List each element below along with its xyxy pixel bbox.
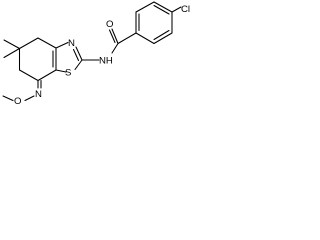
bond bbox=[75, 46, 83, 61]
bond bbox=[55, 41, 69, 49]
bond bbox=[135, 32, 155, 45]
bond bbox=[111, 28, 119, 45]
bond bbox=[24, 95, 35, 102]
bond bbox=[72, 48, 80, 62]
methyl-groups bbox=[3, 39, 21, 59]
oxime-oxygen-label: O bbox=[14, 96, 21, 107]
bond bbox=[37, 37, 57, 49]
bond bbox=[171, 6, 182, 13]
bond bbox=[135, 1, 155, 13]
bond bbox=[153, 1, 173, 13]
bond bbox=[108, 29, 116, 44]
amide-oxygen-label: O bbox=[106, 19, 113, 30]
bond bbox=[18, 69, 39, 82]
thiazole-ring bbox=[55, 41, 83, 73]
bond bbox=[111, 42, 119, 54]
bond bbox=[37, 69, 57, 82]
bond bbox=[18, 37, 39, 50]
bond bbox=[153, 29, 170, 41]
cyclohexene-ring bbox=[18, 37, 57, 82]
bond bbox=[3, 39, 21, 50]
benzene-ring bbox=[135, 1, 182, 45]
oxime-nitrogen-label: N bbox=[35, 89, 42, 100]
bond bbox=[3, 47, 21, 59]
chlorine-atom-label: Cl bbox=[181, 4, 190, 15]
thiazole-nitrogen-label: N bbox=[68, 38, 75, 49]
bond bbox=[74, 59, 83, 71]
bond bbox=[2, 95, 14, 102]
bond bbox=[153, 32, 173, 45]
amide-linkage bbox=[81, 28, 137, 61]
structure-diagram: Cl O NH N S N O bbox=[2, 1, 190, 107]
bond bbox=[55, 69, 67, 73]
bond bbox=[117, 32, 137, 45]
thiazole-sulfur-label: S bbox=[65, 68, 71, 79]
amide-nh-label: NH bbox=[99, 56, 113, 67]
oxime-group bbox=[2, 79, 42, 102]
bond bbox=[153, 4, 170, 15]
